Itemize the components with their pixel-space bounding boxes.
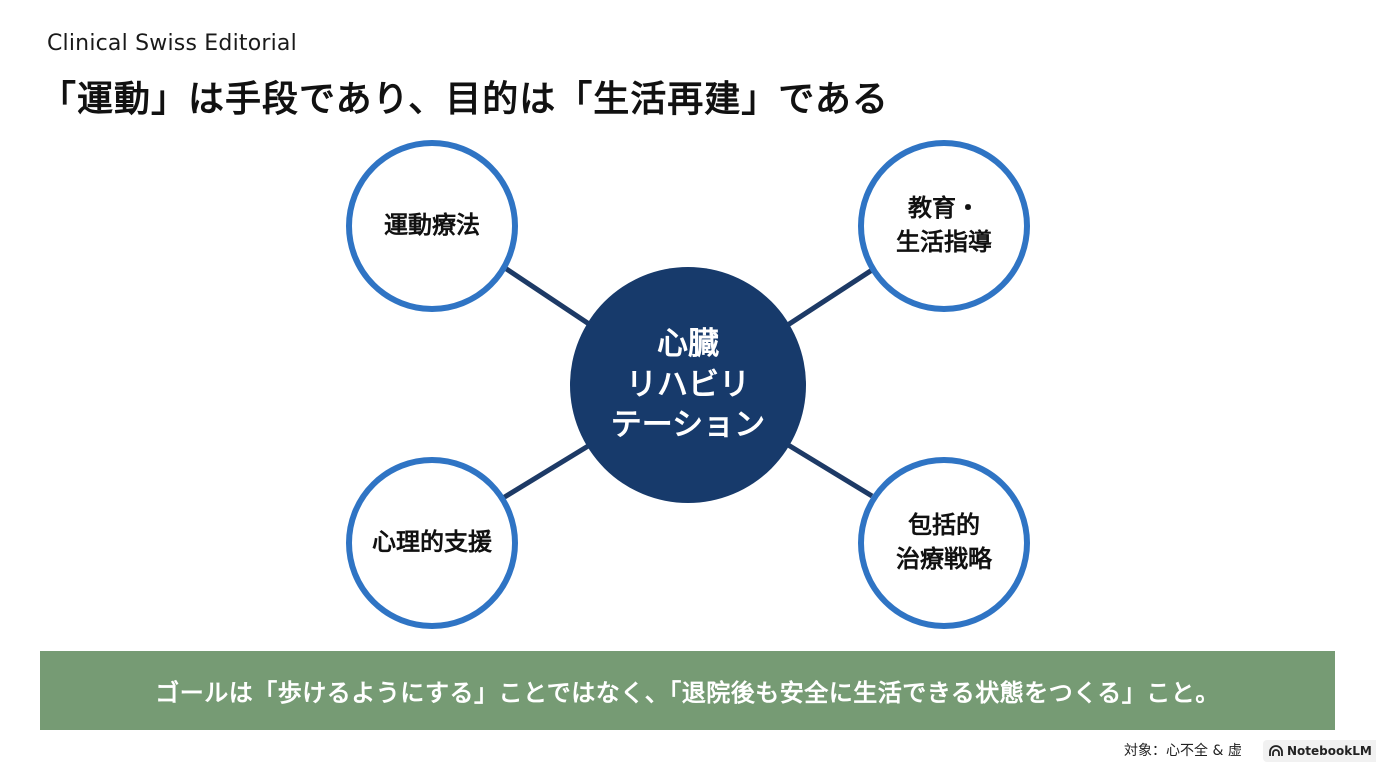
notebooklm-badge-label: NotebookLM [1287, 744, 1372, 758]
connector-bottom-left [501, 437, 600, 501]
center-label: 心臓 リハビリ テーション [610, 325, 766, 444]
goal-banner-text: ゴールは「歩けるようにする」ことではなく、「退院後も安全に生活できる状態をつくる… [155, 678, 1220, 707]
brand-label: Clinical Swiss Editorial [47, 31, 297, 56]
node-label-exercise: 運動療法 [384, 211, 480, 240]
node-label-education: 教育・ 生活指導 [896, 194, 992, 256]
connector-bottom-right [778, 437, 874, 499]
node-label-comprehensive: 包括的 治療戦略 [896, 511, 992, 573]
center-circle [570, 267, 806, 503]
node-circle-exercise [346, 140, 518, 312]
footnote-target: 対象：心不全 & 虚 [1124, 743, 1242, 759]
page-title: 「運動」は手段であり、目的は「生活再建」である [40, 79, 889, 120]
node-circle-comprehensive [858, 457, 1030, 629]
node-label-psychological: 心理的支援 [372, 528, 492, 557]
notebooklm-badge[interactable]: NotebookLM [1263, 740, 1376, 762]
goal-banner: ゴールは「歩けるようにする」ことではなく、「退院後も安全に生活できる状態をつくる… [40, 651, 1335, 730]
node-circle-psychological [346, 457, 518, 629]
node-circle-education [858, 140, 1030, 312]
connector-top-left [503, 265, 600, 333]
connector-top-right [778, 267, 874, 333]
notebooklm-icon [1269, 745, 1283, 757]
